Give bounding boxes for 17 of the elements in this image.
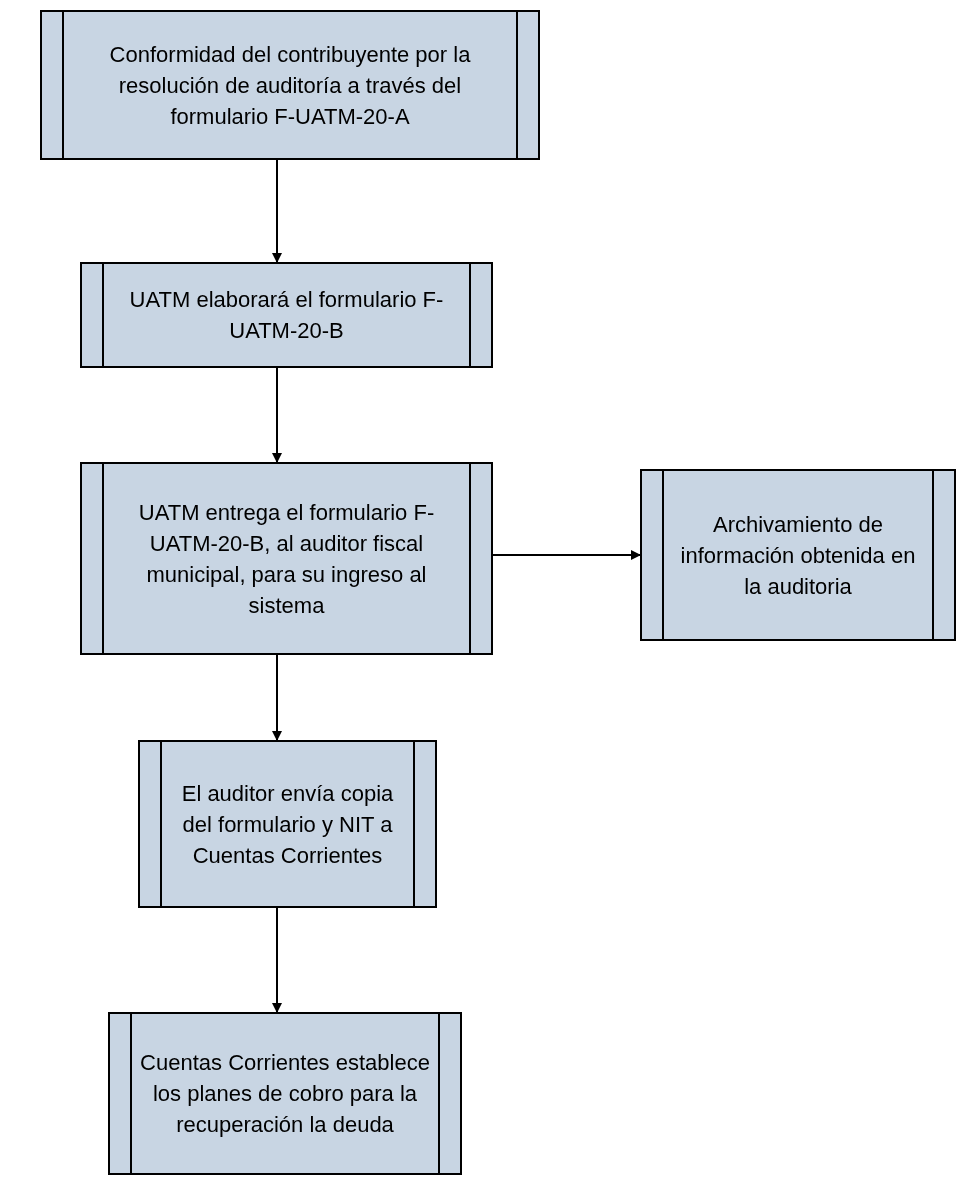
step-text: UATM entrega el formulario F-UATM-20-B, al auditor fiscal municipal, para su ingreso al sistema	[137, 498, 436, 620]
arrow	[272, 159, 282, 263]
process-box	[138, 740, 437, 908]
step-text: Cuentas Corrientes establece los planes de cobro para la recuperación la deuda	[140, 1049, 430, 1139]
process-box	[640, 469, 956, 641]
step-text: Conformidad del contribuyente por la resolución de auditoría a través del formulario F-UATM-20-A	[108, 40, 472, 131]
process-box	[80, 462, 493, 655]
arrow	[272, 367, 282, 463]
step-text: El auditor envía copia del formulario y NIT a Cuentas Corrientes	[180, 779, 395, 870]
process-box	[40, 10, 540, 160]
process-box	[108, 1012, 462, 1175]
step-text: UATM elaborará el formulario F-UATM-20-B	[128, 286, 445, 345]
arrow	[492, 550, 641, 560]
arrow	[272, 907, 282, 1013]
arrow	[272, 654, 282, 741]
step-text: Archivamiento de información obtenida en la auditoria	[679, 510, 917, 601]
process-box	[80, 262, 493, 368]
